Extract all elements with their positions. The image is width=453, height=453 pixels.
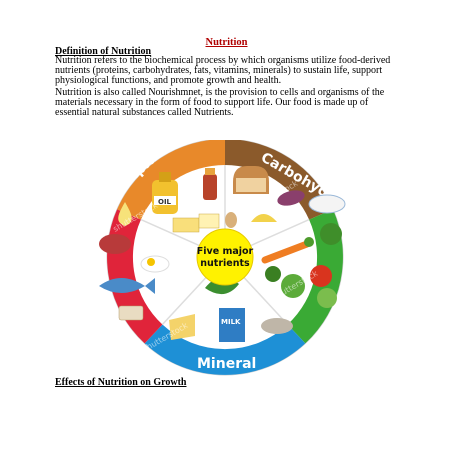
mineral-foods-illustration: MILK bbox=[169, 276, 293, 342]
oil-label: OIL bbox=[158, 198, 172, 206]
lipid-segment bbox=[117, 140, 225, 220]
carbohydrate-segment bbox=[225, 140, 333, 220]
protein-label: Protein bbox=[77, 266, 110, 326]
document-title: Nutrition bbox=[205, 37, 248, 48]
protein-foods-illustration bbox=[99, 234, 170, 321]
effects-heading: Effects of Nutrition on Growth bbox=[55, 377, 187, 388]
definition-heading: Definition of Nutrition bbox=[55, 46, 152, 57]
vitamin-foods-illustration bbox=[261, 223, 342, 308]
mineral-segment bbox=[144, 324, 306, 375]
center-label-line1: Five major bbox=[197, 246, 254, 257]
carbohydrate-foods-illustration bbox=[225, 166, 346, 228]
five-nutrients-wheel-diagram: Lipid Carbohydrate Vitamin Mineral Prote… bbox=[77, 140, 384, 376]
paragraph-nourishment: Nutrition is also called Nourishmnet, is… bbox=[55, 87, 385, 119]
vitamin-label: Vitamin bbox=[346, 249, 384, 311]
center-label-line2: nutrients bbox=[200, 258, 250, 269]
paragraph-definition: Nutrition refers to the biochemical proc… bbox=[55, 55, 391, 87]
lipid-foods-illustration: OIL bbox=[118, 168, 220, 233]
mineral-label: Mineral bbox=[197, 356, 256, 372]
milk-label: MILK bbox=[221, 318, 241, 326]
